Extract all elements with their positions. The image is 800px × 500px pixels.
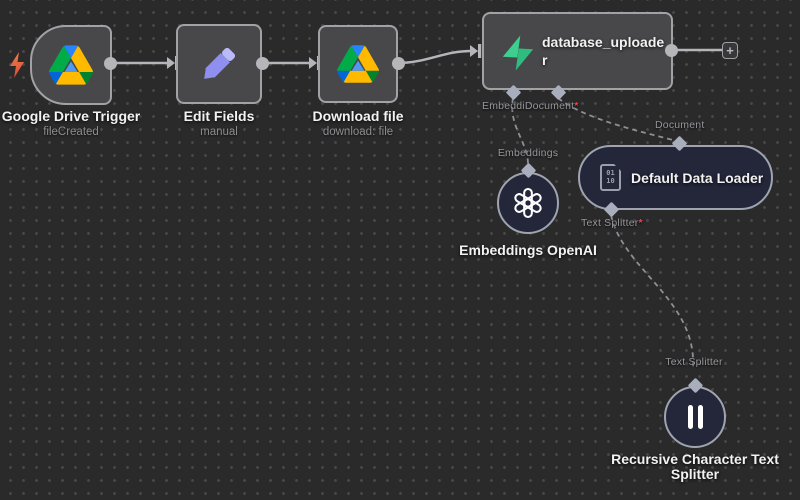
node-label-download-file: Download file bbox=[312, 108, 404, 124]
node-edit-fields[interactable] bbox=[176, 24, 262, 104]
input-bar-icon bbox=[478, 44, 482, 58]
node-label-recursive-text-splitter: Recursive Character Text Splitter bbox=[611, 451, 779, 482]
binary-line: 10 bbox=[606, 176, 615, 185]
binary-document-icon: 01 10 bbox=[600, 164, 621, 191]
port-label-embedding-document: EmbeddiDocument* bbox=[482, 100, 579, 112]
connection-embeddings bbox=[511, 97, 529, 165]
node-download-file[interactable] bbox=[318, 25, 398, 103]
node-google-drive-trigger[interactable] bbox=[30, 25, 112, 105]
node-label-database-uploader: database_uploader bbox=[542, 34, 665, 68]
lightning-bolt-icon bbox=[10, 52, 24, 78]
openai-icon bbox=[514, 187, 542, 219]
node-label-embeddings-openai: Embeddings OpenAI bbox=[459, 242, 597, 258]
node-label-edit-fields: Edit Fields bbox=[183, 108, 255, 124]
google-drive-icon bbox=[49, 45, 93, 85]
add-node-button[interactable]: + bbox=[722, 42, 738, 59]
output-dot-download-file[interactable] bbox=[392, 57, 405, 70]
node-embeddings-openai[interactable] bbox=[497, 172, 559, 234]
connection-download-to-uploader bbox=[397, 49, 472, 65]
pause-bars-icon bbox=[687, 405, 703, 429]
supabase-icon bbox=[502, 35, 534, 71]
connection-document bbox=[557, 97, 674, 141]
node-label-default-data-loader: Default Data Loader bbox=[631, 169, 764, 186]
connection-text-splitter bbox=[610, 214, 694, 369]
document-fold-corner bbox=[614, 164, 621, 171]
node-label-google-drive-trigger: Google Drive Trigger bbox=[1, 108, 141, 124]
google-drive-icon bbox=[337, 45, 379, 83]
input-arrow-icon bbox=[167, 57, 175, 69]
output-dot-edit-fields[interactable] bbox=[256, 57, 269, 70]
node-sublabel-google-drive-trigger: fileCreated bbox=[43, 126, 99, 138]
input-arrow-icon bbox=[309, 57, 317, 69]
port-label-text-splitter: Text Splitter bbox=[665, 356, 723, 368]
node-default-data-loader[interactable]: 01 10 Default Data Loader bbox=[578, 145, 773, 210]
port-label-document: Document bbox=[655, 119, 705, 131]
port-label-text-splitter-required: Text Splitter* bbox=[581, 217, 643, 229]
node-database-uploader[interactable]: database_uploader bbox=[482, 12, 673, 90]
node-recursive-text-splitter[interactable] bbox=[664, 386, 726, 448]
pencil-icon bbox=[204, 47, 236, 79]
input-arrow-icon bbox=[470, 45, 478, 57]
port-label-embeddings: Embeddings bbox=[497, 147, 559, 159]
node-sublabel-edit-fields: manual bbox=[200, 126, 238, 138]
binary-line: 01 bbox=[606, 169, 615, 177]
output-dot-trigger[interactable] bbox=[104, 57, 117, 70]
output-dot-database-uploader[interactable] bbox=[665, 44, 678, 57]
node-sublabel-download-file: download: file bbox=[322, 126, 394, 138]
